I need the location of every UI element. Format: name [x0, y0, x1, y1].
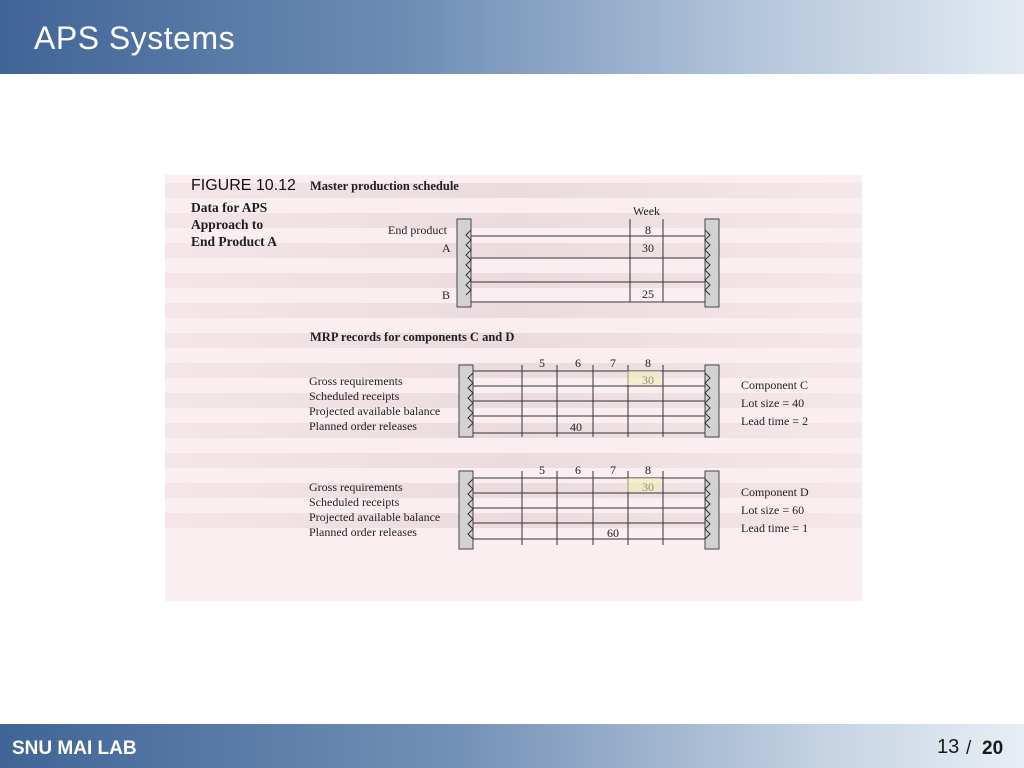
component-name: Component D	[741, 485, 809, 499]
slide-footer: SNU MAI LAB 13 / 20	[0, 724, 1024, 768]
page-separator: /	[966, 738, 972, 759]
page-total: 20	[982, 738, 1004, 759]
week-number: 6	[575, 463, 581, 477]
week-number: 7	[610, 356, 616, 370]
row-label: Projected available balance	[309, 510, 441, 524]
lot-size: Lot size = 40	[741, 396, 805, 410]
product-label: B	[442, 288, 451, 302]
bleed-through	[165, 183, 862, 198]
row-label: Planned order releases	[309, 525, 417, 539]
mps-week-number: 8	[645, 223, 651, 237]
lead-time: Lead time = 1	[741, 521, 809, 535]
slide-header: APS Systems	[0, 0, 1024, 74]
lead-time: Lead time = 2	[741, 414, 809, 428]
mrp-c-scroll	[458, 364, 720, 438]
week-number: 8	[645, 356, 651, 370]
week-label: Week	[633, 204, 661, 218]
mps-heading: Master production schedule	[310, 179, 459, 193]
mrp-d-scroll	[458, 470, 720, 550]
row-label: Scheduled receipts	[309, 389, 400, 403]
bleed-through	[165, 483, 862, 498]
bleed-through	[165, 513, 862, 528]
figure-number: FIGURE 10.12	[191, 177, 296, 194]
mrp-heading: MRP records for components C and D	[310, 330, 515, 344]
week-number: 6	[575, 356, 581, 370]
mps-value: 25	[642, 287, 654, 301]
bleed-through	[165, 423, 862, 438]
product-label: A	[442, 241, 451, 255]
bleed-through	[165, 333, 862, 348]
mps-scroll	[456, 218, 720, 308]
week-number: 5	[539, 356, 545, 370]
bleed-through	[165, 453, 862, 468]
row-label: Gross requirements	[309, 374, 403, 388]
figure-caption-line: End Product A	[191, 234, 278, 249]
lab-name: SNU MAI LAB	[12, 738, 137, 759]
lot-size: Lot size = 60	[741, 503, 805, 517]
slide-title: APS Systems	[34, 20, 236, 56]
row-label: Planned order releases	[309, 419, 417, 433]
figure-image: FIGURE 10.12 Data for APS Approach to En…	[165, 175, 862, 601]
bleed-through	[165, 303, 862, 318]
row-label: Gross requirements	[309, 480, 403, 494]
record-diagram	[456, 218, 720, 550]
page-number: 13	[937, 736, 960, 758]
bleed-through	[165, 213, 862, 228]
figure-caption-line: Approach to	[191, 217, 264, 232]
mps-value: 30	[642, 241, 654, 255]
row-label: Projected available balance	[309, 404, 441, 418]
row-label: Scheduled receipts	[309, 495, 400, 509]
week-number: 8	[645, 463, 651, 477]
planned-order-release-value: 60	[607, 526, 619, 540]
highlight-mark	[627, 478, 661, 492]
bleed-through	[165, 273, 862, 288]
figure-caption-line: Data for APS	[191, 200, 268, 215]
week-number: 5	[539, 463, 545, 477]
component-name: Component C	[741, 378, 809, 392]
highlight-mark	[627, 371, 661, 385]
bleed-through	[165, 243, 862, 258]
week-number: 7	[610, 463, 616, 477]
end-product-label: End product	[388, 223, 447, 237]
planned-order-release-value: 40	[570, 420, 582, 434]
